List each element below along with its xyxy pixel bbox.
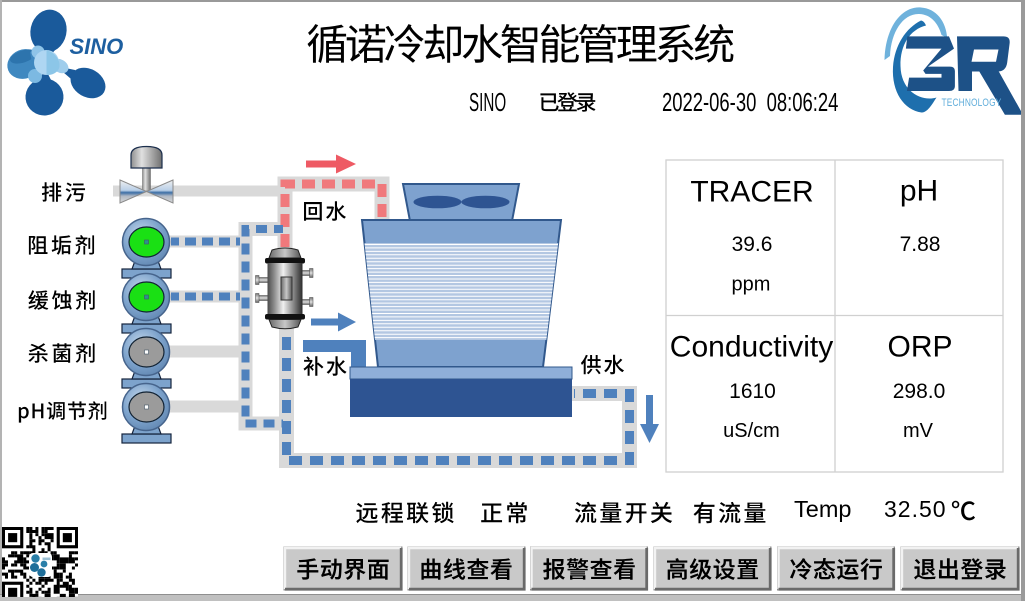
svg-text:uS/cm: uS/cm (723, 420, 780, 442)
svg-text:mV: mV (903, 420, 934, 442)
svg-text:SINO: SINO (70, 34, 124, 59)
svg-text:SINO: SINO (469, 88, 506, 117)
svg-text:2022-06-30 08:06:24: 2022-06-30 08:06:24 (662, 88, 838, 117)
svg-text:Conductivity: Conductivity (670, 331, 833, 364)
svg-text:ORP: ORP (887, 331, 952, 364)
svg-text:1610: 1610 (729, 380, 776, 403)
svg-text:7.88: 7.88 (900, 233, 941, 256)
svg-text:Temp: Temp (794, 496, 851, 522)
svg-text:TECHNOLOGY: TECHNOLOGY (942, 97, 1002, 109)
svg-text:298.0: 298.0 (893, 380, 946, 403)
svg-text:TRACER: TRACER (690, 176, 813, 209)
svg-text:pH: pH (900, 175, 938, 208)
svg-text:32.50: 32.50 (884, 496, 947, 522)
svg-text:39.6: 39.6 (732, 233, 773, 256)
svg-text:ppm: ppm (732, 274, 771, 296)
